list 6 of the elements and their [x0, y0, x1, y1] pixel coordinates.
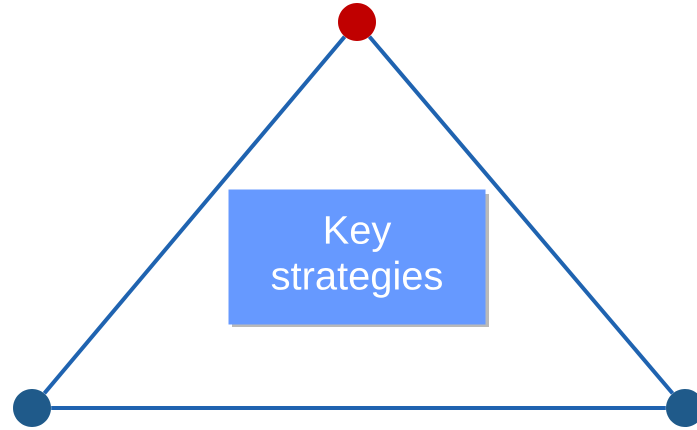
- circle-dot: [13, 389, 51, 427]
- text-box: Key strategies: [228, 190, 489, 327]
- triangle-side: [42, 35, 346, 395]
- triangle-side: [368, 35, 674, 395]
- triangle-side: [51, 406, 666, 410]
- circle-dot: [338, 3, 376, 41]
